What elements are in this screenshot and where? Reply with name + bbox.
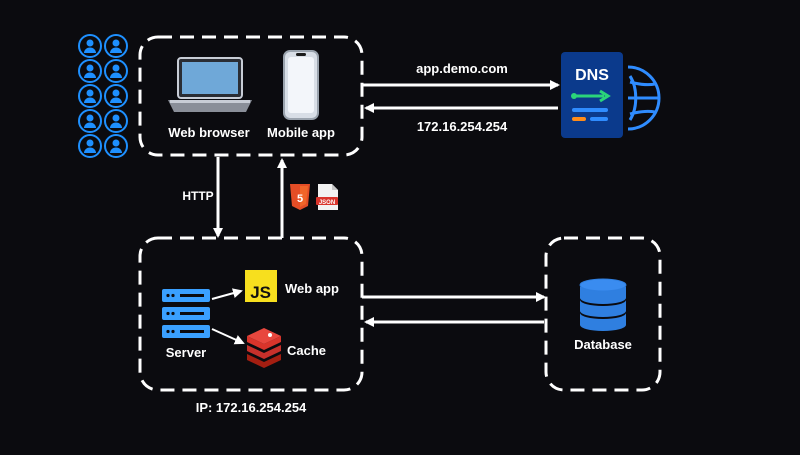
database-label: Database <box>574 337 632 352</box>
database-icon <box>579 278 627 331</box>
server-to-cache-arrow <box>211 328 245 345</box>
laptop-icon <box>168 57 252 112</box>
js-text: JS <box>250 283 271 302</box>
json-text: JSON <box>319 200 335 206</box>
cache-label: Cache <box>287 343 326 358</box>
server-to-webapp-arrow <box>211 288 243 300</box>
web-app-label: Web app <box>285 281 339 296</box>
server-label: Server <box>166 345 206 360</box>
user-icon <box>78 109 102 133</box>
dns-icon: DNS <box>561 52 661 138</box>
mobile-phone-icon <box>283 50 319 120</box>
user-icon <box>104 109 128 133</box>
redis-cache-icon <box>247 328 281 368</box>
javascript-icon: JS <box>245 270 277 302</box>
dns-label: DNS <box>575 67 609 84</box>
user-icon <box>78 34 102 58</box>
user-icon <box>78 59 102 83</box>
server-box <box>138 236 364 392</box>
user-icon <box>78 134 102 158</box>
ip-label: IP: 172.16.254.254 <box>196 400 307 415</box>
globe-icon <box>627 65 661 131</box>
client-box <box>138 35 364 157</box>
database-box <box>544 236 662 392</box>
mobile-app-label: Mobile app <box>267 125 335 140</box>
user-icon <box>104 84 128 108</box>
users-group <box>78 34 128 158</box>
user-icon <box>104 59 128 83</box>
http-label: HTTP <box>182 189 213 203</box>
user-icon <box>78 84 102 108</box>
user-icon <box>104 34 128 58</box>
svg-text:5: 5 <box>297 193 303 205</box>
dns-response-label: 172.16.254.254 <box>417 119 508 134</box>
web-browser-label: Web browser <box>168 125 249 140</box>
dns-request-label: app.demo.com <box>416 61 508 76</box>
json-file-icon: JSON <box>316 184 338 210</box>
html5-icon: 5 <box>290 184 310 210</box>
user-icon <box>104 134 128 158</box>
server-rack-icon <box>162 289 210 338</box>
